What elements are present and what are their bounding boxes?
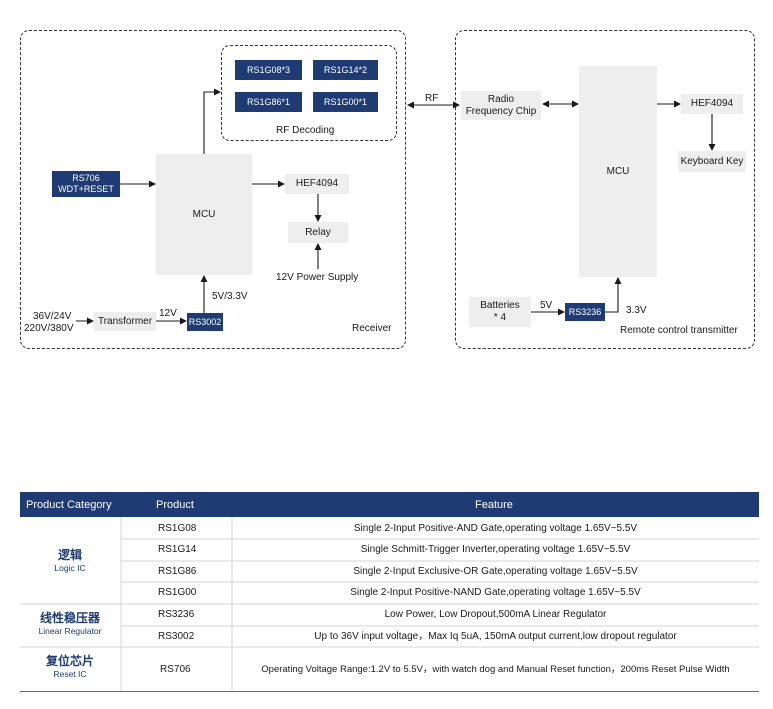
transformer-label: Transformer	[97, 315, 153, 327]
batteries-line-2: * 4	[493, 312, 507, 323]
hef4094-label: HEF4094	[295, 178, 339, 189]
product-cell: RS1G08	[158, 523, 197, 534]
input-voltage-label-1: 36V/24V	[33, 311, 72, 322]
chip-label: RS1G86*1	[246, 96, 291, 107]
power-supply-label: 12V Power Supply	[276, 272, 359, 283]
rs706-block: RS706 WDT+RESET	[52, 171, 120, 197]
header-category: Product Category	[26, 499, 112, 511]
v5-label: 5V	[540, 300, 553, 311]
rf-decoding-group	[221, 45, 397, 141]
header-product: Product	[156, 499, 194, 511]
category-zh: 逻辑	[57, 548, 82, 562]
category-reset: 复位芯片 Reset IC	[20, 654, 120, 680]
transmitter-mcu: MCU	[579, 66, 657, 277]
chip-rs1g86: RS1G86*1	[235, 92, 302, 112]
category-en: Logic IC	[54, 563, 86, 573]
rf-link-label: RF	[425, 93, 439, 104]
rf-chip-line-2: Frequency Chip	[465, 105, 537, 117]
rs3002-block: RS3002	[187, 313, 223, 331]
chip-label: RS1G08*3	[246, 64, 291, 75]
connector-lines	[76, 88, 716, 325]
product-cell: RS3236	[158, 609, 195, 620]
category-en: Linear Regulator	[38, 626, 102, 636]
product-cell: RS1G14	[158, 544, 197, 555]
table-header: Product Category Product Feature	[20, 492, 759, 517]
category-zh: 线性稳压器	[39, 611, 100, 625]
receiver-hef4094: HEF4094	[285, 174, 349, 194]
wire-rs3236-mcu	[605, 277, 622, 313]
feature-cell: Single 2-Input Exclusive-OR Gate,operati…	[353, 566, 638, 577]
feature-cell: Single 2-Input Positive-NAND Gate,operat…	[350, 587, 641, 598]
rf-chip-line-1: Radio	[487, 93, 515, 105]
rs3236-block: RS3236	[565, 303, 605, 321]
batteries-block: Batteries * 4	[469, 297, 531, 327]
chip-label: RS1G00*1	[323, 96, 368, 107]
mcu-label: MCU	[192, 208, 216, 220]
category-en: Reset IC	[53, 669, 87, 679]
rs3236-label: RS3236	[568, 306, 602, 317]
transmitter-hef4094: HEF4094	[681, 94, 743, 114]
hef4094-label: HEF4094	[690, 98, 734, 109]
header-feature: Feature	[475, 499, 513, 511]
mcu-label: MCU	[606, 165, 630, 177]
rs706-name: RS706	[72, 173, 100, 183]
v33-label: 3.3V	[626, 305, 647, 316]
rf-decoding-label: RF Decoding	[276, 125, 335, 136]
wire-mcu-rfdecoding	[203, 88, 221, 154]
receiver-label: Receiver	[352, 323, 392, 334]
rs706-function: WDT+RESET	[58, 184, 114, 194]
chip-label: RS1G14*2	[323, 64, 368, 75]
chip-rs1g14: RS1G14*2	[313, 60, 378, 80]
chip-rs1g00: RS1G00*1	[313, 92, 378, 112]
chip-rs1g08: RS1G08*3	[235, 60, 302, 80]
product-cell: RS1G86	[158, 566, 197, 577]
product-cell: RS706	[160, 664, 191, 675]
product-table: Product Category Product Feature 逻辑 Logi…	[20, 492, 759, 692]
relay-block: Relay	[288, 222, 348, 243]
input-voltage-label-2: 220V/380V	[24, 323, 74, 334]
transformer-block: Transformer	[94, 312, 156, 331]
rs3002-label: RS3002	[188, 316, 222, 327]
category-zh: 复位芯片	[45, 654, 94, 668]
transmitter-label: Remote control transmitter	[620, 325, 738, 336]
receiver-mcu: MCU	[156, 154, 252, 275]
feature-cell: Up to 36V input voltage，Max Iq 5uA, 150m…	[314, 631, 677, 642]
transmitter-section	[455, 30, 755, 349]
table-grid-lines	[20, 517, 759, 692]
keyboard-key-label: Keyboard Key	[680, 155, 744, 167]
batteries-line-1: Batteries	[480, 300, 520, 311]
relay-label: Relay	[305, 226, 331, 238]
product-cell: RS1G00	[158, 587, 197, 598]
feature-cell: Operating Voltage Range:1.2V to 5.5V，wit…	[261, 664, 730, 675]
v5-33-label: 5V/3.3V	[212, 291, 248, 302]
feature-cell: Single 2-Input Positive-AND Gate,operati…	[353, 523, 638, 534]
category-logic: 逻辑 Logic IC	[20, 548, 120, 574]
product-cell: RS3002	[158, 631, 195, 642]
receiver-section	[20, 30, 406, 349]
keyboard-key-block: Keyboard Key	[678, 151, 746, 172]
rf-chip-block: Radio Frequency Chip	[461, 91, 541, 120]
category-linear-regulator: 线性稳压器 Linear Regulator	[20, 611, 120, 637]
feature-cell: Low Power, Low Dropout,500mA Linear Regu…	[384, 609, 607, 620]
feature-cell: Single Schmitt-Trigger Inverter,operatin…	[360, 544, 631, 555]
v12-label: 12V	[159, 308, 177, 319]
